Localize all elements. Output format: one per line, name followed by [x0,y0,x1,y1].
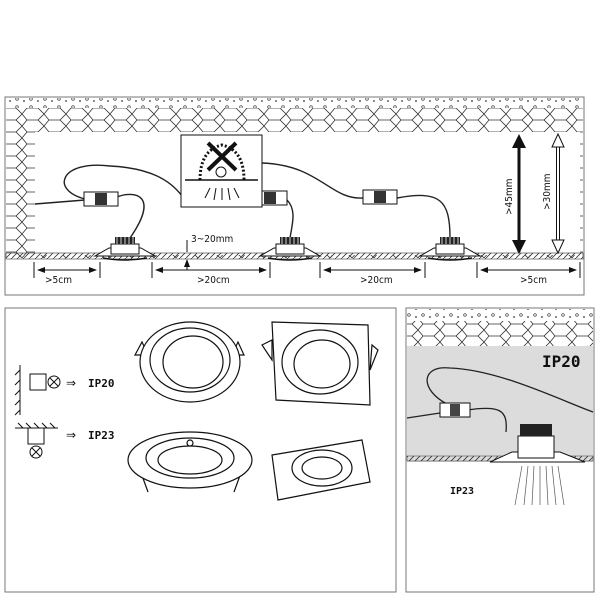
ip-zone-detail-panel: IP20 IP23 [405,307,595,593]
implies-arrow-icon: ⇒ [66,376,76,390]
junction-box-icon [83,191,119,207]
ceiling-void [407,346,593,462]
round-tilt-downlight-side-icon [127,431,253,493]
spacing-dimensions [33,262,581,278]
recessed-installation-panel: 3~20mm >45mm >30mm >5cm >20cm >20cm >5cm [4,96,585,296]
junction-box-icon [439,402,471,418]
wall-mount-lamp-icon [14,365,61,416]
gap-label: 3~20mm [191,234,233,245]
implies-arrow-icon: ⇒ [66,428,76,442]
depth-alt-label: >30mm [542,173,553,210]
spacing-label: >20cm [197,275,230,286]
cables [34,162,451,239]
ceiling-void [35,132,580,255]
below-ceiling-ip-rating: IP23 [450,486,474,497]
ip-rating-legend-panel: ⇒ IP20 ⇒ IP23 [4,307,397,593]
square-tilt-downlight-front-icon [261,321,379,406]
ceiling-plaster [6,98,583,108]
downlight-icon [489,424,586,506]
depth-min-label: >45mm [504,178,515,215]
no-insulation-cover-warning-icon [180,134,263,208]
gap-dimension: 3~20mm [187,234,233,270]
square-tilt-downlight-side-icon [271,439,371,501]
junction-box-icon [362,189,398,205]
spacing-label: >5cm [520,275,547,286]
depth-dimensions: >45mm >30mm [504,132,565,255]
spacing-label: >20cm [360,275,393,286]
round-tilt-downlight-front-icon [133,321,245,403]
wall-mount-ip-rating: IP20 [88,377,115,390]
spacing-label: >5cm [45,275,72,286]
above-ceiling-ip-rating: IP20 [542,352,581,371]
ceiling-mount-ip-rating: IP23 [88,429,115,442]
ceiling-mount-lamp-icon [15,422,58,459]
